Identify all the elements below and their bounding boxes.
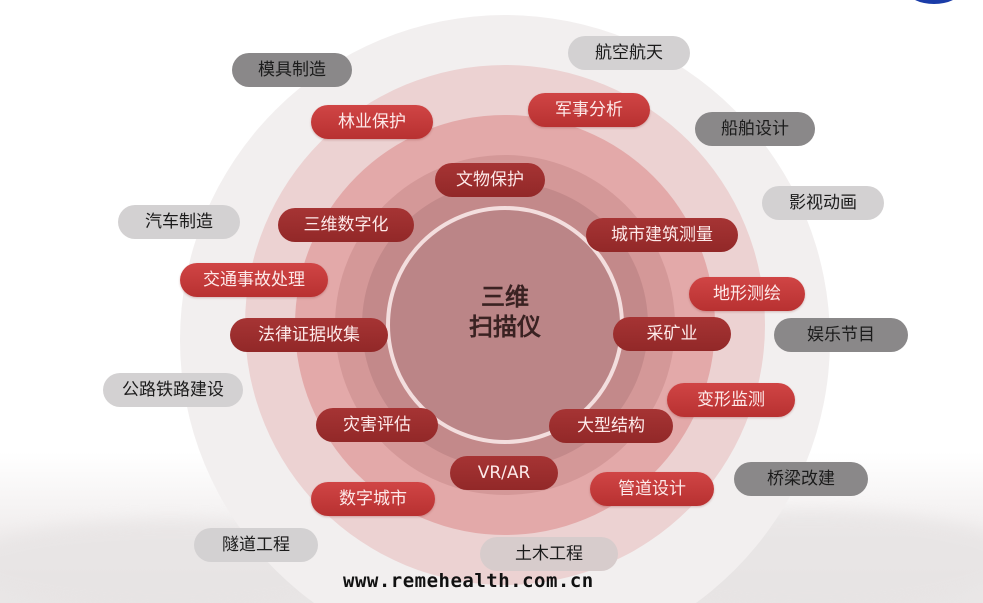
tag-legal-evidence: 法律证据收集: [230, 318, 388, 352]
tag-pipeline-design: 管道设计: [590, 472, 714, 506]
tag-entertainment: 娱乐节目: [774, 318, 908, 352]
tag-large-structure: 大型结构: [549, 409, 673, 443]
tag-vr-ar: VR/AR: [450, 456, 558, 490]
tag-traffic-accident: 交通事故处理: [180, 263, 328, 297]
center-title-line2: 扫描仪: [469, 313, 541, 341]
tag-bridge-renovation: 桥梁改建: [734, 462, 868, 496]
footer-url: www.remehealth.com.cn: [343, 570, 594, 592]
tag-topographic-mapping: 地形测绘: [689, 277, 805, 311]
tag-urban-building-survey: 城市建筑测量: [586, 218, 738, 252]
tag-automotive: 汽车制造: [118, 205, 240, 239]
tag-forestry-protection: 林业保护: [311, 105, 433, 139]
tag-digital-city: 数字城市: [311, 482, 435, 516]
tag-deformation-monitoring: 变形监测: [667, 383, 795, 417]
tag-disaster-assessment: 灾害评估: [316, 408, 438, 442]
tag-mold-manufacturing: 模具制造: [232, 53, 352, 87]
tag-road-rail-construction: 公路铁路建设: [103, 373, 243, 407]
tag-heritage-protection: 文物保护: [435, 163, 545, 197]
tag-military-analysis: 军事分析: [528, 93, 650, 127]
tag-civil-engineering: 土木工程: [480, 537, 618, 571]
tag-tunnel-engineering: 隧道工程: [194, 528, 318, 562]
center-title: 三维 扫描仪: [430, 282, 580, 342]
center-title-line1: 三维: [481, 283, 529, 311]
tag-mining: 采矿业: [613, 317, 731, 351]
tag-ship-design: 船舶设计: [695, 112, 815, 146]
tag-3d-digitization: 三维数字化: [278, 208, 414, 242]
logo-icon: [908, 0, 960, 4]
tag-film-animation: 影视动画: [762, 186, 884, 220]
tag-aerospace: 航空航天: [568, 36, 690, 70]
